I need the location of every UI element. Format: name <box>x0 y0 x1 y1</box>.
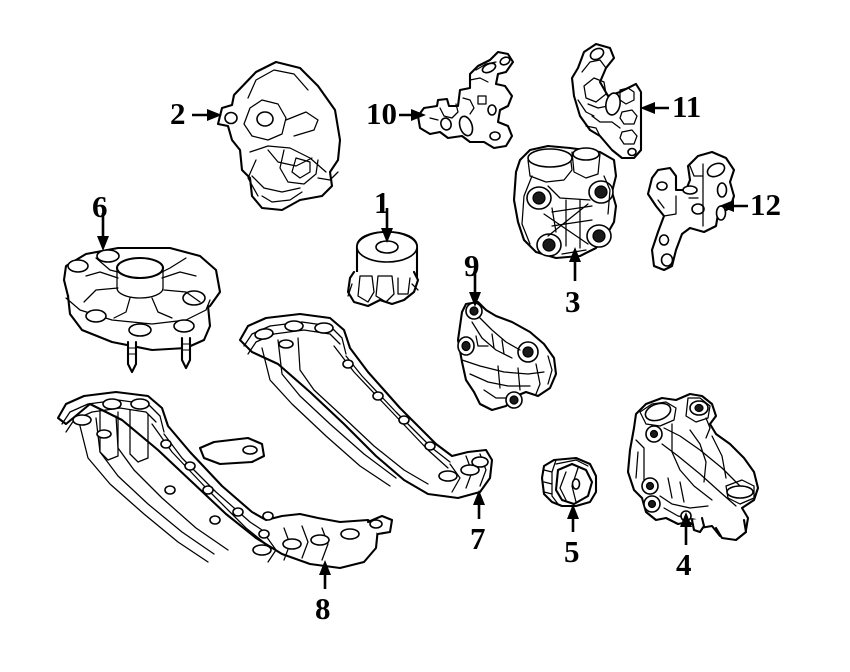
callout-label-6: 6 <box>92 189 108 224</box>
callout-label-5: 5 <box>564 534 580 569</box>
part-6-transmission-crossmember-mount <box>62 246 222 374</box>
callout-label-1: 1 <box>374 185 390 220</box>
part-1-engine-mount-bushing <box>346 230 420 308</box>
callout-label-8: 8 <box>315 591 331 626</box>
callout-label-3: 3 <box>565 284 581 319</box>
part-7-front-subframe-crossmember <box>238 312 494 500</box>
callout-label-9: 9 <box>464 248 480 283</box>
part-10-wiring-harness-bracket <box>416 50 515 150</box>
part-12-auxiliary-support-bracket <box>646 150 736 272</box>
part-5-rubber-mount-block <box>540 456 598 508</box>
callout-label-11: 11 <box>672 89 702 124</box>
part-11-right-engine-mount-bracket <box>570 42 643 160</box>
callout-label-12: 12 <box>750 187 781 222</box>
callout-label-10: 10 <box>366 96 397 131</box>
callout-leaders <box>97 102 748 589</box>
callout-label-2: 2 <box>170 96 186 131</box>
part-4-transmission-mount-carrier <box>626 392 760 542</box>
part-3-engine-mount-support-bracket <box>512 144 618 260</box>
part-8-rear-subframe-crossmember <box>56 390 394 570</box>
callout-label-4: 4 <box>676 547 692 582</box>
part-2-engine-shield-bracket <box>216 60 342 212</box>
callout-label-7: 7 <box>470 521 486 556</box>
part-9-engine-support-arm-bracket <box>456 300 558 412</box>
